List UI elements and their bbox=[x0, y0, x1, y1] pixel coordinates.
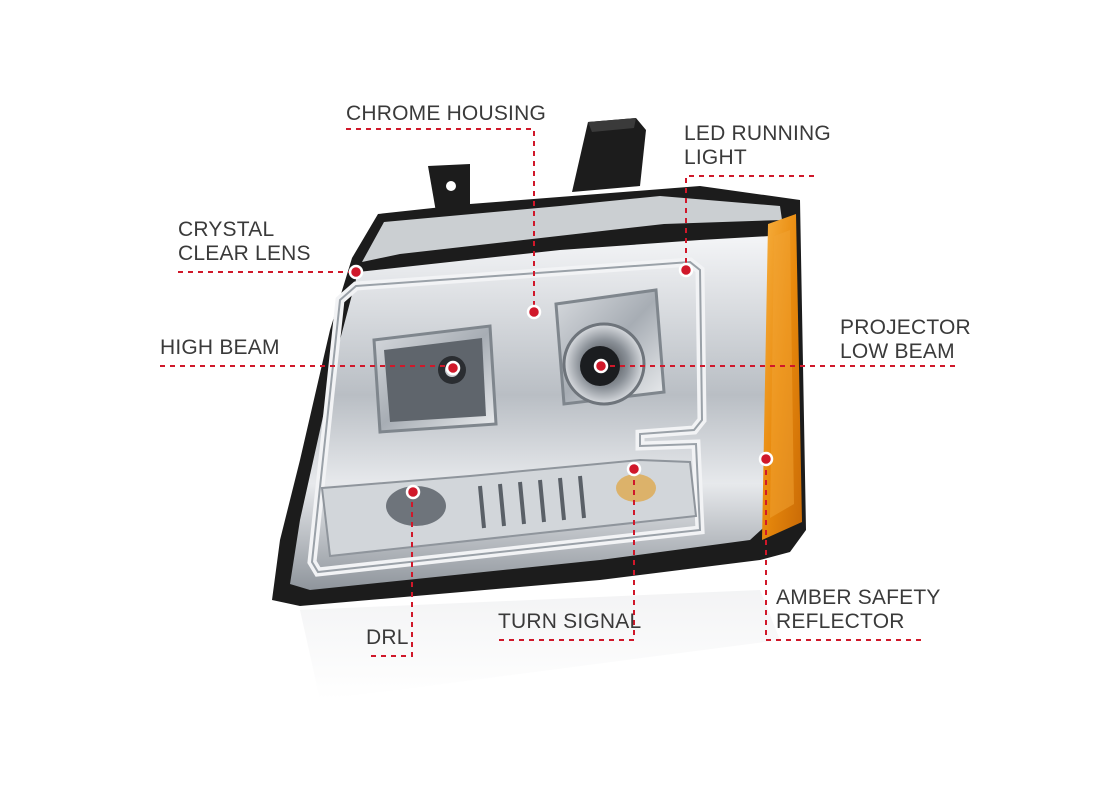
leader-turn-signal bbox=[498, 470, 635, 641]
label-crystal-clear-lens-line2: CLEAR LENS bbox=[178, 242, 311, 265]
label-turn-signal: TURN SIGNAL bbox=[498, 610, 642, 633]
floor-reflection bbox=[300, 590, 780, 700]
dot-crystal-clear-lens bbox=[348, 264, 364, 280]
leader-dots bbox=[348, 262, 774, 500]
leader-amber-safety-reflector bbox=[765, 460, 922, 641]
dot-drl bbox=[405, 484, 421, 500]
dot-led-running-light bbox=[678, 262, 694, 278]
label-led-running-light-line1: LED RUNNING bbox=[684, 122, 831, 145]
led-light-bar bbox=[307, 257, 707, 577]
label-led-running-light-line2: LIGHT bbox=[684, 146, 747, 169]
label-chrome-housing: CHROME HOUSING bbox=[346, 102, 546, 125]
dot-projector-low-beam bbox=[593, 358, 609, 374]
mounting-bracket-left bbox=[428, 164, 470, 212]
dot-amber-safety-reflector bbox=[758, 451, 774, 467]
lower-reflector bbox=[320, 458, 698, 558]
mounting-bracket-right bbox=[572, 118, 646, 192]
dot-high-beam bbox=[445, 360, 461, 376]
leader-lines bbox=[160, 128, 960, 657]
label-projector-low-beam-line1: PROJECTOR bbox=[840, 316, 971, 339]
label-projector-low-beam-line2: LOW BEAM bbox=[840, 340, 955, 363]
amber-reflector bbox=[762, 214, 802, 540]
label-high-beam: HIGH BEAM bbox=[160, 336, 280, 359]
label-crystal-clear-lens-line1: CRYSTAL bbox=[178, 218, 275, 241]
leader-chrome-housing bbox=[346, 128, 535, 310]
label-drl: DRL bbox=[366, 626, 409, 649]
projector-low-beam-assembly bbox=[554, 288, 666, 406]
leader-led-running-light bbox=[685, 175, 814, 268]
label-amber-safety-reflector-line2: REFLECTOR bbox=[776, 610, 905, 633]
high-beam-assembly bbox=[372, 324, 498, 434]
dot-turn-signal bbox=[626, 461, 642, 477]
dot-chrome-housing bbox=[526, 304, 542, 320]
label-amber-safety-reflector-line1: AMBER SAFETY bbox=[776, 586, 941, 609]
leader-drl bbox=[366, 492, 413, 657]
